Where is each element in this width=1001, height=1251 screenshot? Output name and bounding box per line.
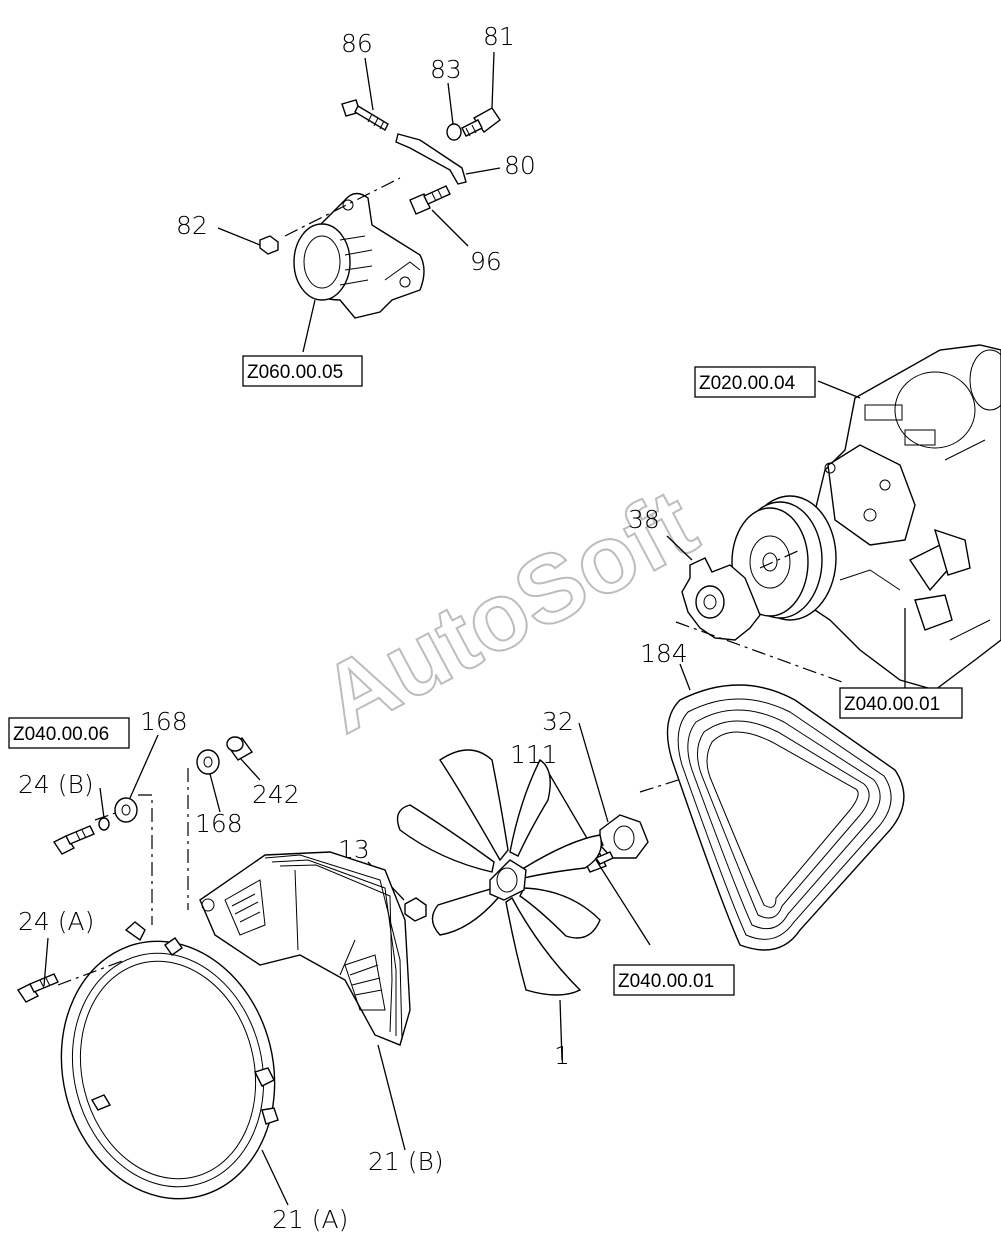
callout-83: 83 [430,55,462,84]
bolt-24a [16,973,59,1003]
ref-engine[interactable]: Z020.00.04 [699,373,796,394]
bolt-96 [409,185,451,215]
bolt-24b [52,825,95,855]
callout-82: 82 [176,211,208,240]
bushing-168-left [114,797,138,823]
adjust-bracket [395,133,467,185]
sleeve-242 [226,736,254,761]
ref-box-fan[interactable] [613,964,735,996]
bolt-86 [341,99,389,131]
ref-box-engine[interactable] [694,366,816,398]
fan-shroud-21a [60,921,279,1200]
callout-21b: 21 (B) [368,1147,444,1176]
ref-fan[interactable]: Z040.00.01 [618,971,714,992]
fan-guard-21b [199,851,411,1046]
callout-96: 96 [470,247,502,276]
nut-13 [404,897,427,922]
callout-24a: 24 (A) [18,907,94,936]
water-pump-pulley [731,495,837,621]
callout-242: 242 [252,780,300,809]
alternator-assembly [293,192,425,319]
callout-80: 80 [504,151,536,180]
ref-shroud[interactable]: Z040.00.06 [13,724,109,745]
engine-block [799,344,1001,691]
bushing-168-right [196,749,220,775]
callout-184: 184 [640,639,688,668]
callout-81: 81 [483,22,515,51]
ref-alternator[interactable]: Z060.00.05 [247,362,343,383]
callout-168-bottom: 168 [195,809,243,838]
callout-86: 86 [341,29,373,58]
fan-hub-38 [681,557,761,641]
spacer-32 [599,814,649,859]
callout-111: 111 [510,740,558,769]
callout-21a: 21 (A) [272,1205,348,1234]
callout-24b: 24 (B) [18,770,94,799]
callout-1: 1 [554,1041,570,1070]
ref-pump[interactable]: Z040.00.01 [844,694,940,715]
ref-box-shroud[interactable] [8,717,130,749]
v-belt-184 [666,684,905,951]
washer-24b [98,817,110,831]
ref-box-pump[interactable] [839,687,963,719]
bolt-81 [461,107,501,137]
cooling-fan [396,749,603,996]
nut-82 [259,235,279,255]
callout-168-top: 168 [140,707,188,736]
callout-32: 32 [542,707,574,736]
callout-38: 38 [628,505,660,534]
ref-box-alternator[interactable] [242,355,363,387]
washer-83 [446,123,462,141]
